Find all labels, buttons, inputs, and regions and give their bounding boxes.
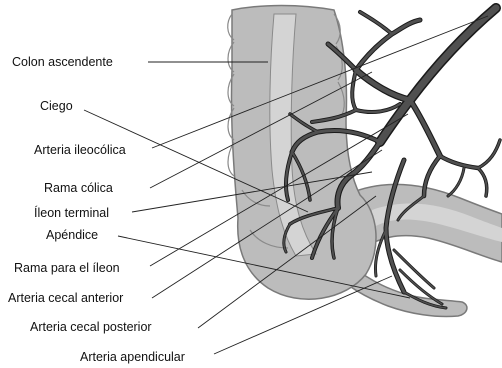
label-rama-colica: Rama cólica — [44, 181, 113, 195]
label-arteria-cecal-anterior: Arteria cecal anterior — [8, 291, 123, 305]
label-ileon-terminal: Íleon terminal — [34, 205, 109, 220]
label-colon-ascendente: Colon ascendente — [12, 55, 113, 69]
label-arteria-cecal-posterior: Arteria cecal posterior — [30, 320, 152, 334]
labels: Colon ascendente Ciego Arteria ileocólic… — [8, 55, 185, 364]
label-rama-ileon: Rama para el íleon — [14, 261, 120, 275]
label-arteria-apendicular: Arteria apendicular — [80, 350, 185, 364]
label-ciego: Ciego — [40, 99, 73, 113]
label-apendice: Apéndice — [46, 228, 98, 242]
label-arteria-ileocolica: Arteria ileocólica — [34, 143, 126, 157]
